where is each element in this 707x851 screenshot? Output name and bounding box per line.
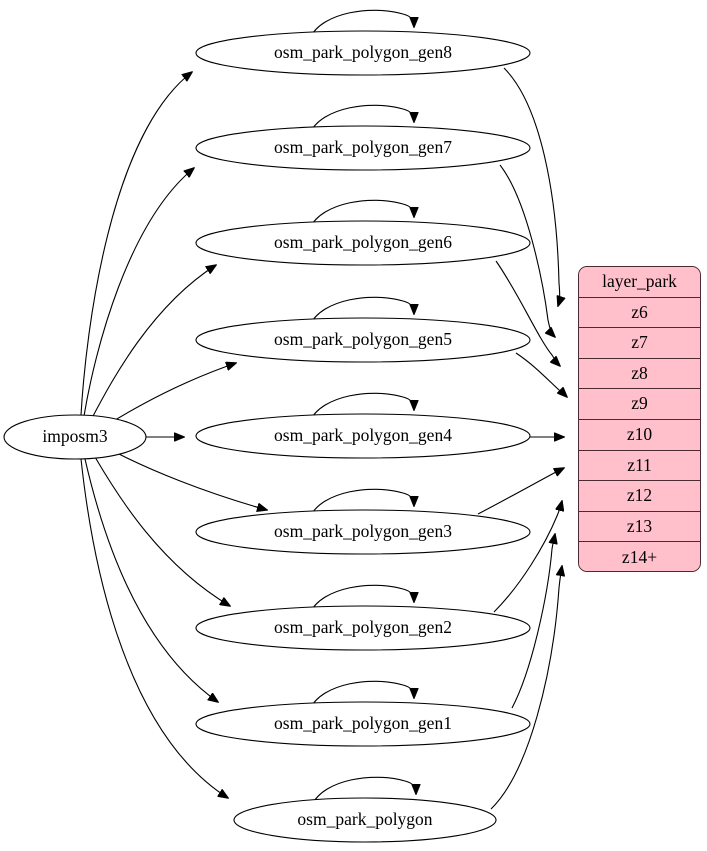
self-loop-gen8 (309, 9, 414, 39)
edge-imposm3-to-osm-park-polygon (80, 458, 228, 798)
node-gen4-label: osm_park_polygon_gen4 (274, 425, 452, 445)
node-gen1-shape[interactable] (195, 701, 531, 747)
node-gen6-label: osm_park_polygon_gen6 (274, 232, 452, 252)
node-gen8-shape[interactable] (195, 30, 531, 76)
node-osm-park-polygon-gen4[interactable]: osm_park_polygon_gen4 (195, 413, 531, 459)
edge-imposm3-to-gen5 (109, 363, 236, 424)
node-osm-park-polygon-gen6[interactable]: osm_park_polygon_gen6 (195, 220, 531, 266)
node-gen3-label: osm_park_polygon_gen3 (274, 521, 452, 541)
edge-osm-park-polygon-to-z14 (490, 566, 562, 810)
self-loop-gen1 (309, 680, 414, 710)
layer-park-row-z11[interactable]: z11 (579, 450, 700, 482)
edge-gen7-to-z7 (499, 164, 555, 337)
self-loop-gen4 (309, 392, 414, 422)
node-gen5-label: osm_park_polygon_gen5 (274, 329, 452, 349)
edge-gen8-to-z6 (503, 67, 560, 306)
node-gen3-shape[interactable] (195, 509, 531, 555)
edge-imposm3-to-gen7 (83, 168, 194, 417)
node-osm-park-polygon-label: osm_park_polygon (297, 809, 432, 829)
node-osm-park-polygon-gen7[interactable]: osm_park_polygon_gen7 (195, 125, 531, 171)
edges-nodes-to-table (477, 67, 567, 810)
node-gen8-label: osm_park_polygon_gen8 (274, 42, 452, 62)
layer-park-row-z13[interactable]: z13 (579, 511, 700, 543)
layer-park-row-z6[interactable]: z6 (579, 297, 700, 329)
node-osm-park-polygon-gen2[interactable]: osm_park_polygon_gen2 (195, 605, 531, 651)
layer-park-row-z12[interactable]: z12 (579, 481, 700, 512)
edges-self-loops (309, 9, 416, 806)
edge-gen6-to-z8 (495, 260, 560, 366)
layer-park-table[interactable]: layer_park z6 z7 z8 z9 z10 z11 z12 z13 z… (578, 266, 701, 572)
edge-imposm3-to-gen2 (94, 456, 230, 606)
self-loop-gen5 (309, 296, 414, 326)
node-imposm3[interactable]: imposm3 (3, 414, 147, 460)
edge-gen2-to-z12 (493, 501, 562, 613)
edge-imposm3-to-gen1 (84, 458, 218, 702)
node-osm-park-polygon-gen8[interactable]: osm_park_polygon_gen8 (195, 30, 531, 76)
node-gen2-shape[interactable] (195, 605, 531, 651)
node-gen5-shape[interactable] (195, 317, 531, 363)
layer-park-row-z7[interactable]: z7 (579, 328, 700, 359)
edge-imposm3-to-gen8 (80, 72, 192, 416)
edge-gen5-to-z9 (515, 352, 567, 397)
layer-park-row-z10[interactable]: z10 (579, 419, 700, 451)
edge-imposm3-to-gen6 (91, 265, 216, 419)
edge-gen3-to-z11 (477, 468, 564, 515)
node-imposm3-label: imposm3 (42, 426, 107, 446)
layer-park-row-z14plus[interactable]: z14+ (579, 542, 700, 571)
node-gen7-label: osm_park_polygon_gen7 (274, 137, 452, 157)
node-gen7-shape[interactable] (195, 125, 531, 171)
node-gen6-shape[interactable] (195, 220, 531, 266)
self-loop-gen6 (309, 199, 414, 229)
node-imposm3-shape[interactable] (3, 414, 147, 460)
self-loop-gen3 (309, 488, 414, 518)
node-gen2-label: osm_park_polygon_gen2 (274, 617, 452, 637)
node-osm-park-polygon-gen5[interactable]: osm_park_polygon_gen5 (195, 317, 531, 363)
node-gen4-shape[interactable] (195, 413, 531, 459)
edge-gen1-to-z13 (511, 534, 555, 709)
node-osm-park-polygon-gen3[interactable]: osm_park_polygon_gen3 (195, 509, 531, 555)
layer-park-row-z9[interactable]: z9 (579, 389, 700, 420)
node-osm-park-polygon[interactable]: osm_park_polygon (233, 797, 497, 843)
node-osm-park-polygon-shape[interactable] (233, 797, 497, 843)
self-loop-gen7 (309, 104, 414, 134)
self-loop-gen2 (309, 584, 414, 614)
layer-park-header: layer_park (579, 267, 700, 298)
layer-park-row-z8[interactable]: z8 (579, 358, 700, 390)
self-loop-osm-park-polygon (311, 776, 416, 806)
edge-imposm3-to-gen3 (114, 451, 267, 510)
node-osm-park-polygon-gen1[interactable]: osm_park_polygon_gen1 (195, 701, 531, 747)
edges-source-to-nodes (80, 72, 267, 798)
node-gen1-label: osm_park_polygon_gen1 (274, 713, 452, 733)
